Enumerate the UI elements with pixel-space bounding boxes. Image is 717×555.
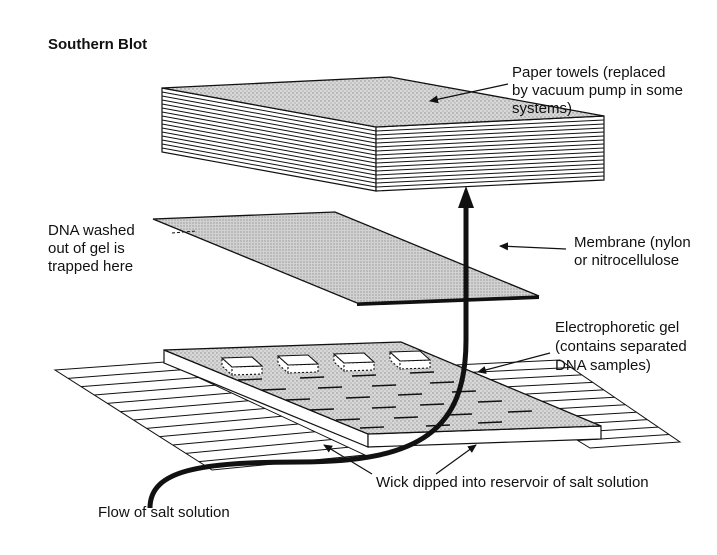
gel-label-line1: Electrophoretic gel [555,319,680,336]
towel-layer-line [375,151,605,164]
towel-layer-line [161,111,377,152]
paper-towels-label-line3: systems) [512,100,572,117]
wick-sheet [53,359,682,471]
towel-layer-line [375,167,605,180]
towel-layer-line [375,123,605,136]
towel-layer-line [375,139,605,152]
electrophoretic-gel [163,341,602,448]
towel-layer-line [161,143,377,184]
dna-band [393,416,419,419]
towel-layer-line [161,123,377,164]
dna-band [261,388,287,391]
dna-band [451,390,477,393]
towel-layer-line [375,135,605,148]
towel-layer-line [375,163,605,176]
towel-layer-line [375,171,605,184]
dna-washed-label-line1: DNA washed [48,222,135,239]
towel-layer-line [375,127,605,140]
salt-flow-arrowhead [458,186,474,208]
wick-stripe [81,377,199,388]
towel-layer-line [375,155,605,168]
paper-towels-label-line2: by vacuum pump in some [512,82,683,99]
dna-band [371,406,397,409]
dna-band [371,384,397,387]
membrane-sheet [152,211,540,306]
wick-stripe [479,374,582,381]
wick-stripe [107,392,232,404]
wick-stripe [94,384,216,396]
dna-band [419,403,445,406]
wick-leader-left [323,444,373,475]
right-edge-cutoff [706,0,717,555]
gel-label-line2: (contains separated [555,338,687,355]
towel-layer-line [375,131,605,144]
dna-band [335,418,361,421]
membrane-label-line2: or nitrocellulose [574,252,680,269]
gel-well [332,352,376,373]
towel-layer-line [161,131,377,172]
dna-band [447,413,473,416]
gel-well [276,354,320,375]
paper-towel-stack [161,76,605,192]
towel-layer-line [161,115,377,156]
dna-band [309,408,335,411]
towel-layer-line [375,175,605,188]
wick-stripe [120,400,249,413]
gel-well [388,350,432,371]
dna-band [351,374,377,377]
towel-layer-line [161,127,377,168]
towel-layer-line [161,147,377,188]
dna-band [237,378,263,381]
dna-band [345,396,371,399]
towel-layer-line [161,103,377,144]
towel-layer-line [375,143,605,156]
wick-stripe [68,369,182,379]
wick-stripe [185,439,332,454]
towel-layer-line [375,119,605,132]
dna-band [409,371,435,374]
towel-layer-line [161,95,377,136]
dna-washed-label-line2: out of gel is [48,240,125,257]
paper-towels-leader [429,83,509,104]
diagram-title: Southern Blot [48,36,148,53]
gel-label-line3: DNA samples) [555,357,651,374]
towel-layer-line [161,99,377,140]
towel-layer-line [161,135,377,176]
wick-stripe [172,431,316,446]
paper-towels-label-line1: Paper towels (replaced [512,64,666,81]
flow-label: Flow of salt solution [98,504,230,521]
gel-leader [477,352,551,374]
dna-band [397,393,423,396]
wick-stripe [146,415,282,429]
towel-layer-line [375,147,605,160]
dna-band [285,398,311,401]
salt-flow-arrow [147,205,469,509]
dna-band [477,421,503,424]
wick-stripe [133,408,266,421]
membrane-leader [499,242,567,251]
dna-washed-label-line3: trapped here [48,258,134,275]
dna-band [507,410,533,413]
towel-layer-line [161,119,377,160]
towel-layer-line [375,159,605,172]
dna-band [359,426,385,429]
gel-well [220,356,264,377]
dna-band [429,381,455,384]
wick-stripe [159,423,299,438]
dna-band [477,400,503,403]
dna-band [299,376,325,379]
membrane-label-line1: Membrane (nylon [574,234,691,251]
dna-washed-leader [171,230,197,234]
dna-band [317,386,343,389]
towel-layer-line [161,139,377,180]
wick-leader-right [435,444,477,475]
wick-label: Wick dipped into reservoir of salt solut… [376,474,649,491]
towel-layer-line [161,91,377,132]
towel-layer-line [161,107,377,148]
